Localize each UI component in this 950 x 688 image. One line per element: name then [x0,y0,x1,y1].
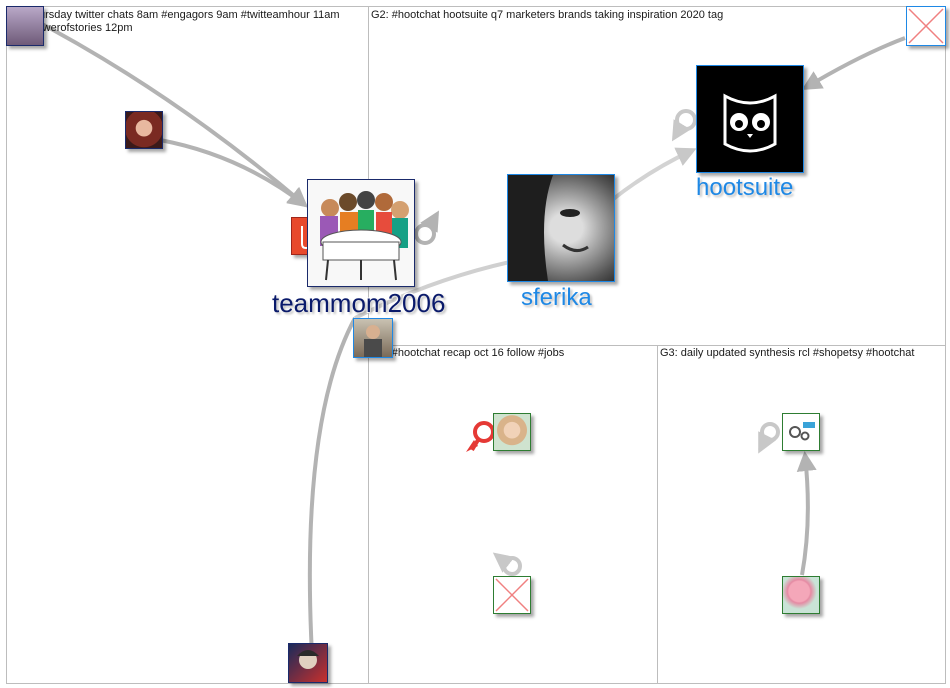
broken-image-node-g4[interactable] [493,576,531,614]
group-panel-g4 [368,345,658,684]
broken-image-icon [494,577,530,613]
teammom-avatar[interactable] [307,179,415,287]
avatar-node-man[interactable] [353,318,393,358]
man-photo [354,319,392,357]
group-label-g4: G4: #hootchat recap oct 16 follow #jobs [371,347,651,360]
group-label-g3: G3: daily updated synthesis rcl #shopets… [660,347,945,360]
avatar-node-bottom-poster[interactable] [288,643,328,683]
avatar-node-g3-logo[interactable] [782,413,820,451]
group-panel-g2 [368,6,946,346]
broken-image-node-g2[interactable] [906,6,946,46]
sketch-face [508,175,614,281]
group-panel-g1 [6,6,369,684]
gear-logo-icon [783,414,819,450]
avatar-node-g3-rose[interactable] [782,576,820,614]
group-label-g2: G2: #hootchat hootsuite q7 marketers bra… [371,9,891,22]
broken-image-icon [907,7,945,45]
hootsuite-avatar[interactable] [696,65,804,173]
avatar-node-g4-woman[interactable] [493,413,531,451]
sferika-label: sferika [521,284,592,312]
group-label-g1: G1: thursday twitter chats 8am #engagors… [9,9,359,35]
poster-face [289,644,327,682]
hootsuite-label: hootsuite [696,174,793,202]
avatar-node-g1-topleft[interactable] [6,6,44,46]
sferika-avatar[interactable] [507,174,615,282]
group-panel-g3 [657,345,946,684]
teammom-label: teammom2006 [272,288,445,319]
owl-logo-icon [697,66,803,172]
group-table-illustration [308,180,414,286]
avatar-node-redhead[interactable] [125,111,163,149]
